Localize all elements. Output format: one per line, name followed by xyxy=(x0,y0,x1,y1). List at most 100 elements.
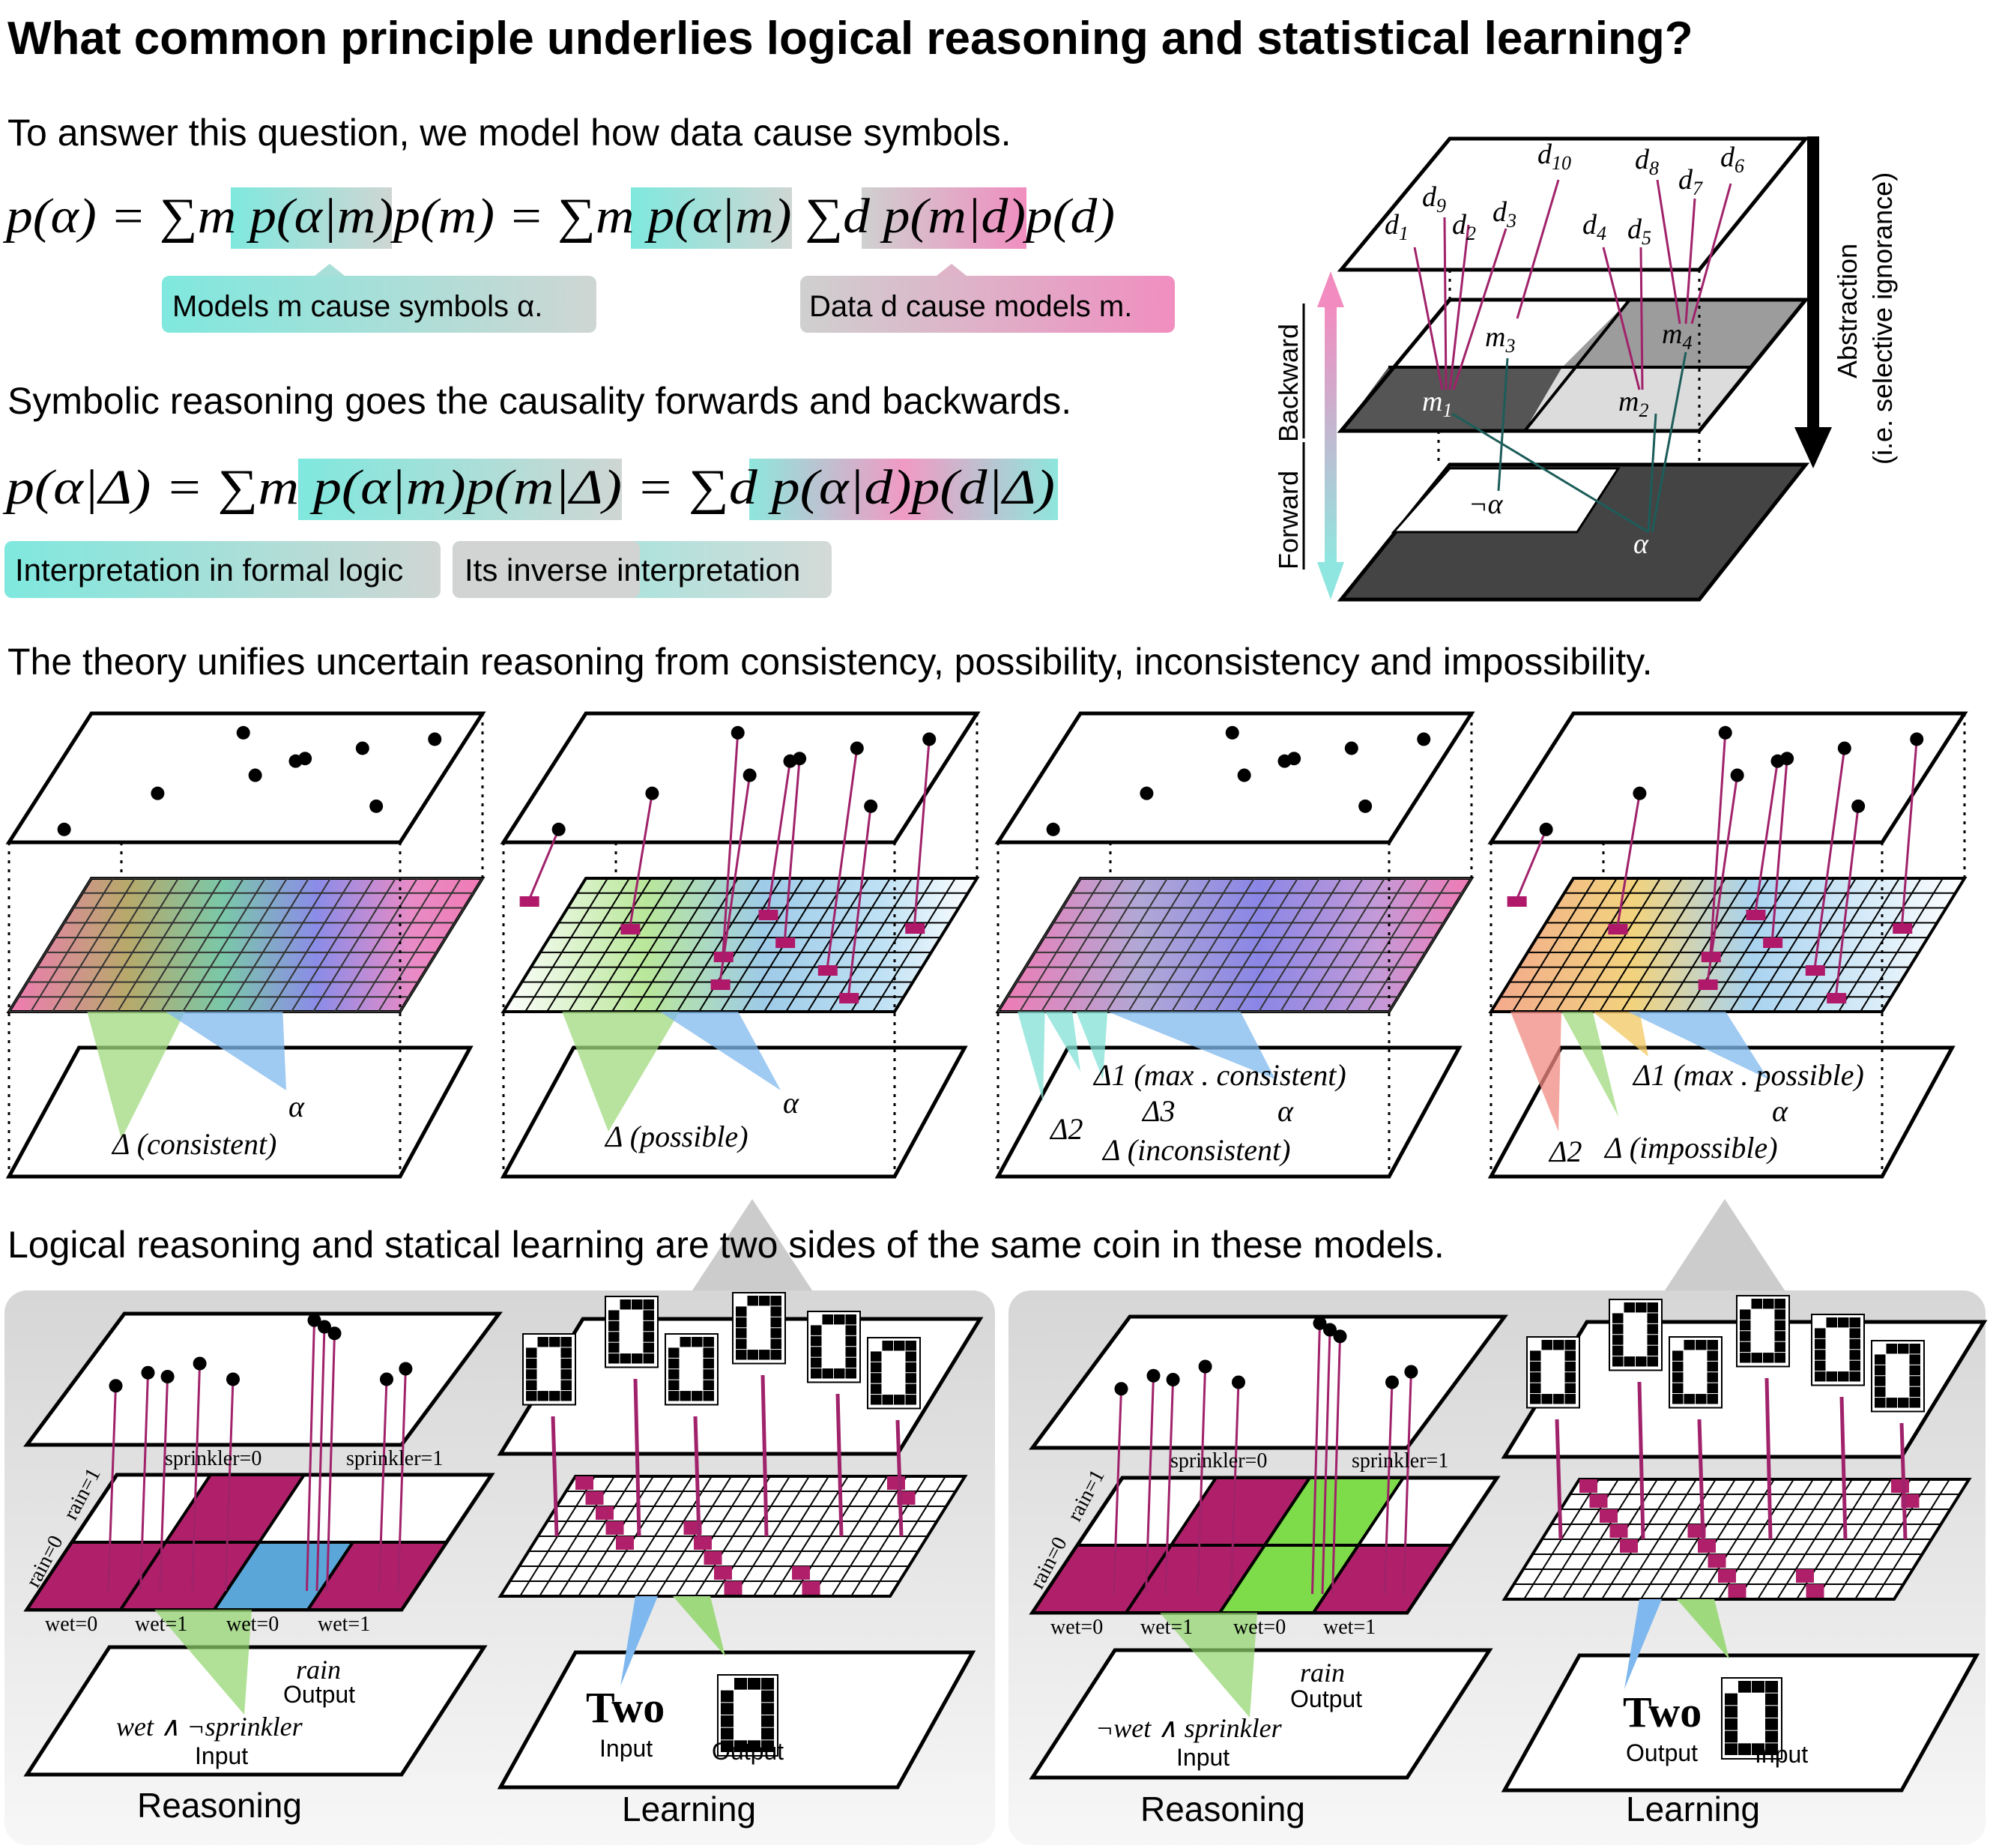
panel1-alpha-label: α xyxy=(288,1090,305,1123)
eq1-highlight-pam-2 xyxy=(631,187,792,249)
panel-cone xyxy=(1592,1012,1648,1057)
m1-region xyxy=(1341,367,1562,431)
learning-example-left xyxy=(497,1292,984,1790)
br-reasoning-caption: Reasoning xyxy=(1140,1790,1305,1829)
panel2-alpha-label: α xyxy=(783,1086,799,1120)
digit-pixel xyxy=(1838,1371,1849,1382)
digit-pixel xyxy=(692,1337,703,1347)
grid-cell xyxy=(694,1536,712,1550)
panel4-delta-label: Δ (impossible) xyxy=(1603,1131,1778,1165)
digit-pixel xyxy=(1541,1340,1552,1350)
data-point xyxy=(193,1356,207,1371)
svg-text:Interpretation in formal logic: Interpretation in formal logic xyxy=(15,552,403,588)
digit-pixel xyxy=(721,1715,734,1727)
data-point xyxy=(141,1365,155,1380)
digit-pixel xyxy=(1707,1372,1718,1383)
digit-pixel xyxy=(1684,1340,1695,1350)
digit-pixel xyxy=(1765,1681,1778,1693)
digit-arrow xyxy=(1555,1419,1563,1540)
panel-data-point xyxy=(57,822,71,836)
eq2-highlight-right xyxy=(749,459,1058,520)
data-point xyxy=(318,1320,331,1334)
tag-inverse-interpretation: Its inverse interpretation xyxy=(453,541,832,598)
digit-pixel xyxy=(721,1740,734,1752)
br-input-symbol: ¬wet ∧ sprinkler xyxy=(1095,1713,1283,1743)
digit-arrow xyxy=(1839,1396,1848,1540)
panel-arrow xyxy=(913,739,931,928)
digit-pixel xyxy=(1752,1681,1764,1693)
digit-pixel xyxy=(1553,1340,1564,1350)
digit-pixel xyxy=(1612,1323,1624,1335)
digit-pixel xyxy=(894,1341,905,1351)
panel-data-point xyxy=(551,822,566,836)
data-arrow xyxy=(1197,1366,1207,1595)
grid-cell xyxy=(596,1506,614,1520)
digit-pixel xyxy=(1909,1386,1920,1398)
panel-model-cell xyxy=(710,979,731,990)
panel-grid-lines xyxy=(1490,878,1965,1012)
digit-pixel xyxy=(1898,1398,1909,1408)
panel-data-point xyxy=(1140,786,1154,800)
panel-data-point xyxy=(1344,741,1358,755)
bl-wet-3: wet=0 xyxy=(226,1613,279,1636)
panel-arrow xyxy=(1615,793,1641,929)
digit-arrow xyxy=(1637,1381,1645,1540)
panel-3 xyxy=(994,711,1475,1179)
panel-cone xyxy=(165,1012,286,1090)
digit-pixel xyxy=(526,1358,537,1369)
eq1-highlight-pam xyxy=(231,187,392,249)
digit-pixel xyxy=(1909,1344,1920,1354)
digit-pixel xyxy=(1530,1383,1541,1394)
abstraction-label: Abstraction xyxy=(1832,244,1863,378)
digit-pixel xyxy=(668,1347,680,1358)
digit-pixel xyxy=(668,1380,680,1391)
digit-pixel xyxy=(1740,1320,1751,1331)
digit-pixel xyxy=(748,1740,760,1752)
digit-pixel xyxy=(1647,1313,1658,1323)
digit-pixel xyxy=(770,1350,781,1360)
digit-pixel xyxy=(871,1395,882,1405)
top-layer xyxy=(1029,1314,1508,1450)
data-arrow xyxy=(378,1379,388,1592)
cone xyxy=(1677,1599,1729,1659)
panel-data-point xyxy=(369,799,384,813)
digit-pixel xyxy=(560,1380,572,1391)
digit-pixel xyxy=(845,1347,856,1357)
digit-pixel xyxy=(1564,1340,1576,1350)
digit-pixel xyxy=(1849,1328,1860,1338)
digit-pixel xyxy=(643,1320,654,1332)
digit-pixel xyxy=(736,1306,747,1317)
symbolic-text: Symbolic reasoning goes the causality fo… xyxy=(7,380,1071,422)
grid-cell xyxy=(1796,1569,1814,1583)
data-arrow xyxy=(396,1368,407,1592)
bl-wet-4: wet=1 xyxy=(318,1613,370,1636)
digit-pixel xyxy=(1774,1299,1785,1309)
data-point xyxy=(1323,1323,1337,1337)
panel-cone xyxy=(1561,1012,1618,1117)
panel-model-cell xyxy=(839,993,859,1003)
panel-arrow xyxy=(1770,758,1788,943)
digit-pixel xyxy=(770,1306,781,1317)
panel-model-cell xyxy=(519,896,539,907)
panel-model-cell xyxy=(1763,937,1783,948)
digit-pixel xyxy=(1765,1730,1778,1743)
digit-pixel xyxy=(620,1299,631,1310)
digit-pixel xyxy=(761,1690,774,1703)
grid-cell xyxy=(887,1476,905,1490)
bl-reasoning-caption: Reasoning xyxy=(137,1786,302,1825)
digit-pixel xyxy=(1696,1394,1707,1404)
digit-arrow xyxy=(835,1393,844,1537)
panel-data-point xyxy=(1837,741,1851,755)
digit-pixel xyxy=(1636,1302,1647,1313)
equation-1: p(α) = ∑m p(α|m)p(m) = ∑m p(α|m) ∑d p(m|… xyxy=(3,189,1115,244)
digit-pixel xyxy=(1826,1317,1837,1328)
digit-pixel xyxy=(736,1350,747,1360)
panel-arrow xyxy=(1706,775,1739,985)
digit-pixel xyxy=(526,1391,537,1401)
reasoning-example-right xyxy=(1029,1314,1508,1780)
digit-pixel xyxy=(668,1358,680,1369)
data-arrow xyxy=(224,1379,235,1592)
label-d7: d7 xyxy=(1678,164,1703,199)
data-arrow xyxy=(1113,1389,1122,1595)
panel-guides xyxy=(7,713,484,1177)
